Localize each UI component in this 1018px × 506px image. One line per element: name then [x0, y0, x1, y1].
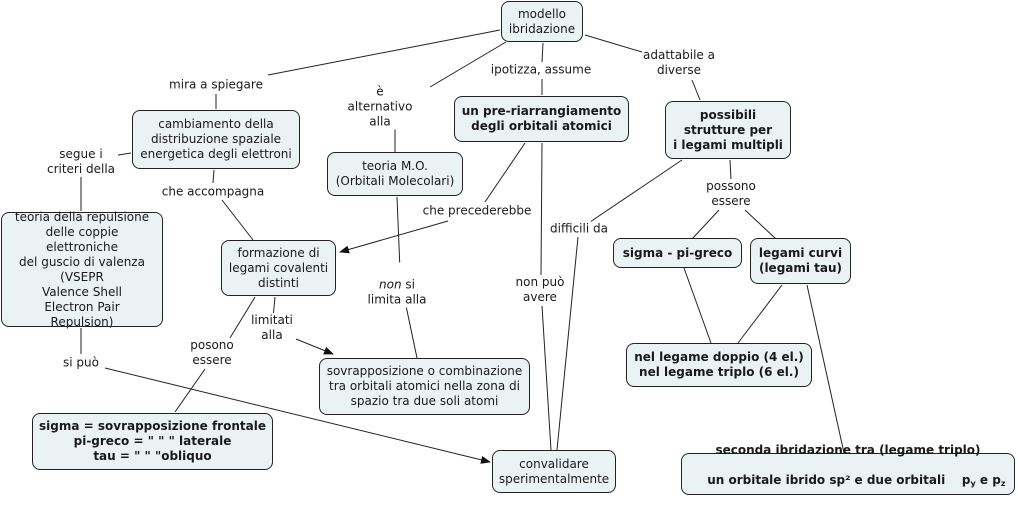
link-nonpuo-convalidare	[541, 305, 552, 451]
label-non-rest: si limita alla	[367, 277, 427, 307]
conjunction-e: e	[979, 472, 989, 487]
link-curvi-doppio	[737, 284, 783, 344]
node-formazione-legami[interactable]: formazione di legami covalenti distinti	[221, 240, 336, 296]
seconda-line-2: un orbitale ibrido sp² e due orbitali py…	[690, 458, 1005, 506]
link-adattabile-possibili	[691, 79, 701, 101]
label-adattabile: adattabile a diverse	[642, 48, 716, 78]
label-posono-essere: posono essere	[189, 338, 235, 368]
node-pre-riarrangiamento[interactable]: un pre-riarrangiamento degli orbitali at…	[454, 96, 629, 142]
node-sigma-pi-greco[interactable]: sigma - pi-greco	[613, 238, 742, 268]
node-sovrapposizione[interactable]: sovrapposizione o combinazione tra orbit…	[319, 358, 530, 415]
label-possono-essere: possono essere	[705, 179, 757, 209]
orbital-p: p	[992, 472, 1001, 487]
node-modello-ibridazione[interactable]: modello ibridazione	[501, 1, 583, 42]
label-che-precederebbe: che precederebbe	[421, 203, 533, 219]
link-precederebbe-formazione	[339, 220, 449, 254]
node-convalidare[interactable]: convalidare sperimentalmente	[492, 450, 616, 493]
subscript-y: y	[970, 478, 976, 488]
node-doppio-triplo[interactable]: nel legame doppio (4 el.) nel legame tri…	[626, 343, 812, 387]
label-non-si-limita: non si limita alla	[366, 262, 428, 308]
label-che-accompagna: che accompagna	[160, 184, 266, 200]
link-nonlimita-sovrapposizione	[404, 300, 418, 359]
link-difficili-convalidare	[556, 236, 579, 451]
link-sipuo-convalidare	[104, 367, 491, 464]
node-legami-curvi[interactable]: legami curvi (legami tau)	[750, 238, 851, 284]
link-pre-precederebbe	[484, 142, 526, 203]
link-limitati-sovrapposizione	[295, 338, 334, 355]
label-segue-criteri: segue i criteri della	[45, 147, 117, 177]
seconda-line-2-text: un orbitale ibrido sp² e due orbitali	[707, 472, 946, 487]
label-non-puo-avere: non può avere	[514, 275, 566, 305]
label-limitati-alla: limitati alla	[250, 313, 294, 343]
link-formazione-posono	[229, 296, 256, 339]
link-possibili-difficili	[589, 159, 683, 223]
label-ipotizza-assume: ipotizza, assume	[489, 62, 593, 78]
link-possibili-possono	[729, 159, 732, 181]
node-possibili-strutture[interactable]: possibili strutture per i legami multipl…	[665, 101, 791, 159]
seconda-line-1: seconda ibridazione tra (legame triplo)	[715, 442, 981, 457]
node-seconda-ibridazione[interactable]: seconda ibridazione tra (legame triplo) …	[681, 443, 1015, 495]
label-non-italic: non	[379, 277, 402, 292]
subscript-z: z	[1000, 478, 1006, 488]
link-possono-curvi	[744, 209, 777, 240]
link-cambiamento-segue	[117, 152, 132, 156]
seconda-p-y: py	[961, 472, 976, 488]
link-curvi-seconda	[806, 284, 845, 454]
node-sigma-definizione[interactable]: sigma = sovrapposizione frontale pi-grec…	[32, 413, 273, 470]
label-difficili-da: difficili da	[549, 221, 609, 237]
link-pre-nonpuo	[540, 142, 543, 276]
seconda-p-z: pz	[992, 472, 1006, 488]
node-teoria-mo[interactable]: teoria M.O. (Orbitali Molecolari)	[327, 152, 463, 196]
link-root-mira	[267, 29, 501, 76]
link-root-ipotizza	[541, 42, 544, 63]
link-posono-sigmadef	[174, 368, 206, 413]
link-mo-nonlimita	[396, 196, 401, 271]
orbital-p: p	[961, 472, 971, 487]
label-mira-a-spiegare: mira a spiegare	[168, 77, 264, 93]
link-accompagna-formazione	[221, 199, 254, 241]
link-root-alternativo	[429, 41, 507, 88]
label-si-puo: si può	[62, 355, 100, 371]
label-alternativo: è alternativo alla	[346, 84, 414, 130]
node-vsepr[interactable]: teoria della repulsione delle coppie ele…	[1, 210, 163, 329]
link-possono-sigmapi	[691, 209, 720, 240]
node-cambiamento-distribuzione[interactable]: cambiamento della distribuzione spaziale…	[132, 110, 300, 169]
link-cambiamento-accompagna	[212, 169, 215, 184]
link-sigmapi-doppio	[683, 267, 712, 344]
link-root-adattabile	[584, 34, 643, 53]
